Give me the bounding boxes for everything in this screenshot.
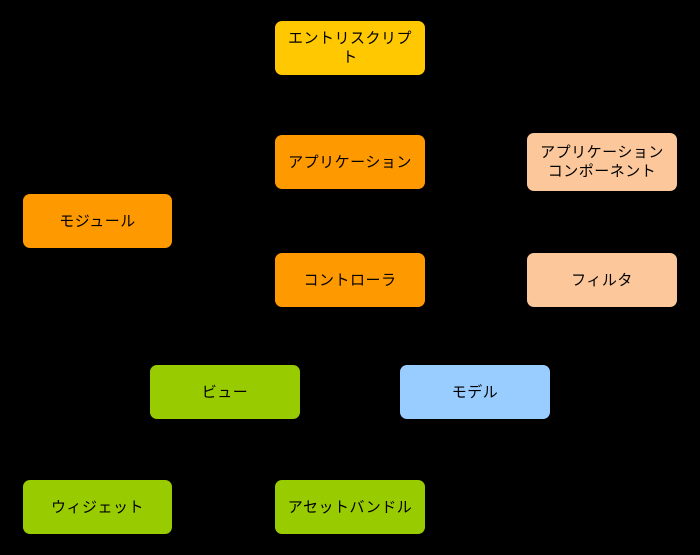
diagram-node-application[interactable]: アプリケーション	[275, 135, 425, 189]
diagram-node-widget[interactable]: ウィジェット	[23, 480, 172, 534]
diagram-node-entry-script[interactable]: エントリスクリプト	[275, 21, 425, 75]
diagram-node-asset-bundle[interactable]: アセットバンドル	[275, 480, 425, 534]
diagram-node-controller[interactable]: コントローラ	[275, 253, 425, 307]
diagram-node-model[interactable]: モデル	[400, 365, 550, 419]
diagram-node-filter[interactable]: フィルタ	[527, 253, 677, 307]
diagram-node-view[interactable]: ビュー	[150, 365, 300, 419]
diagram-node-application-component[interactable]: アプリケーション コンポーネント	[527, 133, 677, 191]
diagram-node-module[interactable]: モジュール	[23, 194, 172, 248]
